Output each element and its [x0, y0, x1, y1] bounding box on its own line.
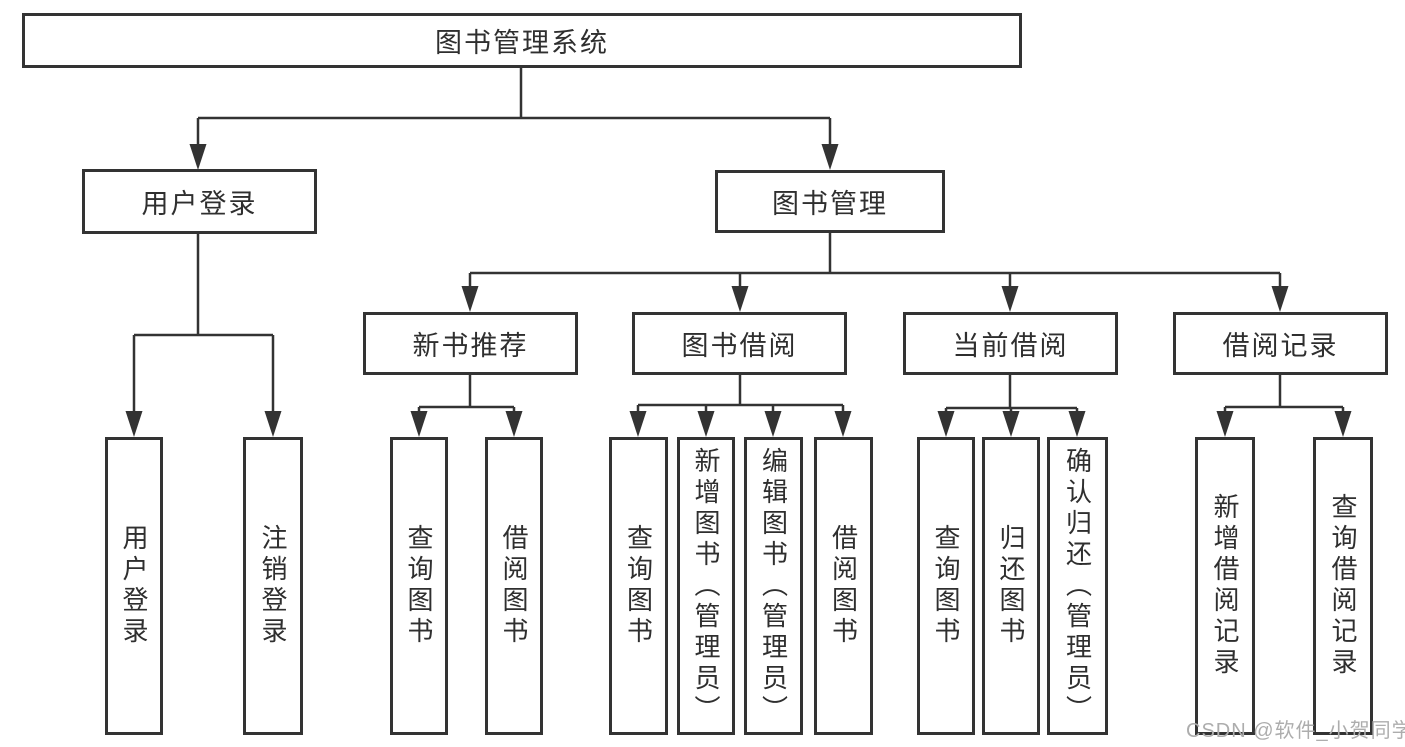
node-leaf-borrow-books: 借阅图书: [814, 437, 873, 735]
arrowhead: [821, 144, 839, 170]
node-book-management: 图书管理: [715, 170, 945, 233]
arrowhead: [461, 286, 479, 312]
node-user-login: 用户登录: [82, 169, 317, 234]
arrowhead: [1002, 411, 1020, 437]
arrowhead: [731, 286, 749, 312]
node-leaf-add-books-admin: 新增图书（管理员）: [677, 437, 735, 735]
node-leaf-current-query-books: 查询图书: [917, 437, 975, 735]
node-book-borrow: 图书借阅: [632, 312, 847, 375]
arrowhead: [1334, 411, 1352, 437]
node-leaf-return-books: 归还图书: [982, 437, 1040, 735]
node-leaf-edit-books-admin: 编辑图书（管理员）: [744, 437, 803, 735]
arrowhead: [410, 411, 428, 437]
arrowhead: [1068, 411, 1086, 437]
arrowhead: [697, 411, 715, 437]
arrowhead: [629, 411, 647, 437]
arrowhead: [264, 411, 282, 437]
csdn-watermark: CSDN @软件_小贺同学: [1186, 720, 1405, 742]
node-leaf-borrow-query-books: 查询图书: [609, 437, 668, 735]
arrowhead: [189, 144, 207, 170]
arrowhead: [1271, 286, 1289, 312]
arrowhead: [937, 411, 955, 437]
node-borrow-records: 借阅记录: [1173, 312, 1388, 375]
arrowhead: [1001, 286, 1019, 312]
node-leaf-logout: 注销登录: [243, 437, 303, 735]
arrowhead: [1216, 411, 1234, 437]
arrowhead: [125, 411, 143, 437]
node-leaf-recommend-query-books: 查询图书: [390, 437, 448, 735]
node-root: 图书管理系统: [22, 13, 1022, 68]
node-current-borrow: 当前借阅: [903, 312, 1118, 375]
node-leaf-recommend-borrow-books: 借阅图书: [485, 437, 543, 735]
node-new-book-recommend: 新书推荐: [363, 312, 578, 375]
node-leaf-query-borrow-record: 查询借阅记录: [1313, 437, 1373, 735]
node-leaf-confirm-return-admin: 确认归还（管理员）: [1047, 437, 1108, 735]
arrowhead: [764, 411, 782, 437]
node-leaf-add-borrow-record: 新增借阅记录: [1195, 437, 1255, 735]
arrowhead: [505, 411, 523, 437]
arrowhead: [834, 411, 852, 437]
node-leaf-user-login: 用户登录: [105, 437, 163, 735]
